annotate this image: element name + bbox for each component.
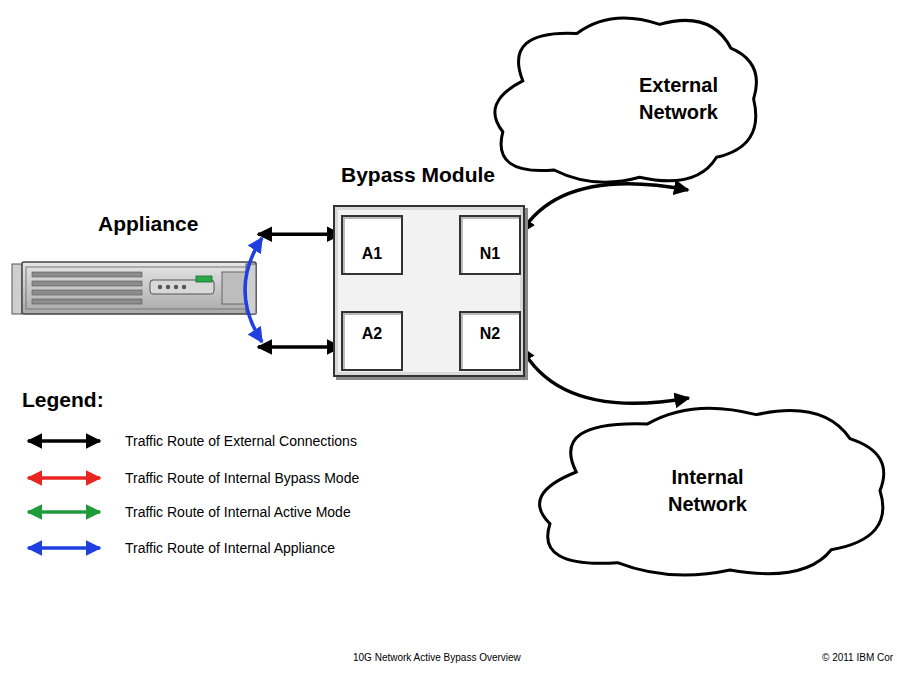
legend-heading: Legend:	[22, 388, 104, 412]
traffic-route-arrow	[258, 232, 341, 236]
network-cloud: External Network	[480, 8, 765, 190]
cloud-label: External Network	[623, 72, 735, 126]
cloud-outline	[480, 8, 765, 190]
port-box: N2	[459, 311, 521, 371]
appliance-route-arrow	[245, 238, 262, 342]
copyright-note: © 2011 IBM Cor	[822, 652, 893, 663]
cloud-label: Internal Network	[652, 464, 764, 518]
traffic-route-arrow	[521, 184, 688, 233]
port-box: A1	[341, 215, 403, 275]
footer-caption: 10G Network Active Bypass Overview	[353, 652, 521, 663]
port-label: A2	[362, 325, 382, 343]
traffic-route-arrow	[258, 345, 341, 349]
port-label: A1	[362, 245, 382, 263]
legend-sample	[28, 476, 100, 480]
legend-text: Traffic Route of Internal Appliance	[125, 540, 335, 556]
port-box: A2	[341, 311, 403, 371]
cloud-outline	[520, 398, 895, 583]
port-label: N1	[480, 245, 500, 263]
legend-text: Traffic Route of Internal Bypass Mode	[125, 470, 359, 486]
legend-text: Traffic Route of External Connections	[125, 433, 357, 449]
cloud-outline	[540, 408, 884, 575]
network-cloud: Internal Network	[520, 398, 895, 583]
legend-sample	[28, 510, 100, 514]
legend-sample	[28, 439, 100, 443]
server-illustration	[12, 262, 256, 314]
node-heading: Bypass Module	[341, 163, 495, 187]
traffic-route-arrow	[521, 347, 689, 403]
node-heading: Appliance	[98, 212, 198, 236]
legend-sample	[28, 546, 100, 550]
port-label: N2	[480, 325, 500, 343]
appliance-node: Appliance	[12, 212, 258, 352]
bypass-module: Bypass ModuleA1N1A2N2	[333, 205, 525, 377]
port-box: N1	[459, 215, 521, 275]
legend-text: Traffic Route of Internal Active Mode	[125, 504, 351, 520]
cloud-outline	[495, 18, 757, 182]
